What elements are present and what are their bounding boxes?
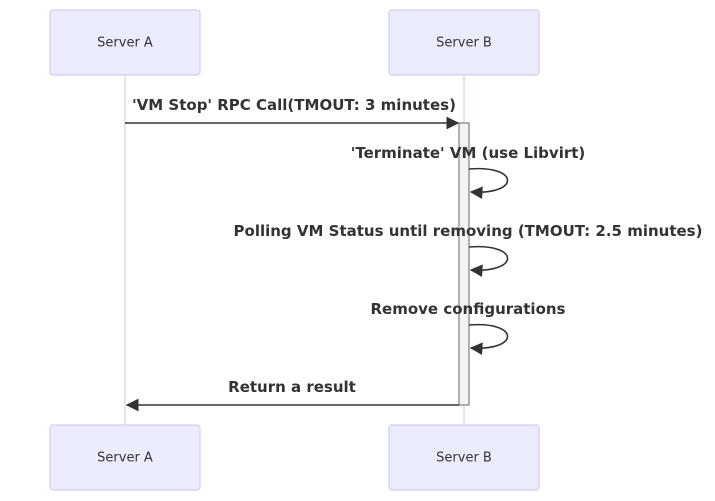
participant-server-a-bottom: Server A xyxy=(49,424,201,491)
message-remove-configurations: Remove configurations xyxy=(371,300,566,356)
message-label: Return a result xyxy=(228,378,356,396)
self-message-arrow xyxy=(468,167,509,200)
participant-label: Server B xyxy=(436,451,492,466)
participant-server-b-bottom: Server B xyxy=(388,424,540,491)
self-message-arrow xyxy=(468,323,509,356)
participant-server-b-top: Server B xyxy=(388,9,540,76)
activation-bar-server-b xyxy=(458,122,470,406)
participant-label: Server A xyxy=(97,451,153,466)
message-vm-stop-rpc: 'VM Stop' RPC Call(TMOUT: 3 minutes) xyxy=(125,96,460,130)
message-return-result: Return a result xyxy=(125,378,459,412)
participant-label: Server B xyxy=(436,36,492,51)
participant-label: Server A xyxy=(97,36,153,51)
self-message-arrow xyxy=(468,245,509,278)
participant-server-a-top: Server A xyxy=(49,9,201,76)
message-label: Polling VM Status until removing (TMOUT:… xyxy=(234,222,703,240)
message-polling-vm-status: Polling VM Status until removing (TMOUT:… xyxy=(234,222,703,278)
message-label: 'VM Stop' RPC Call(TMOUT: 3 minutes) xyxy=(132,96,456,114)
message-label: 'Terminate' VM (use Libvirt) xyxy=(351,144,586,162)
message-label: Remove configurations xyxy=(371,300,566,318)
message-terminate-vm: 'Terminate' VM (use Libvirt) xyxy=(351,144,586,200)
